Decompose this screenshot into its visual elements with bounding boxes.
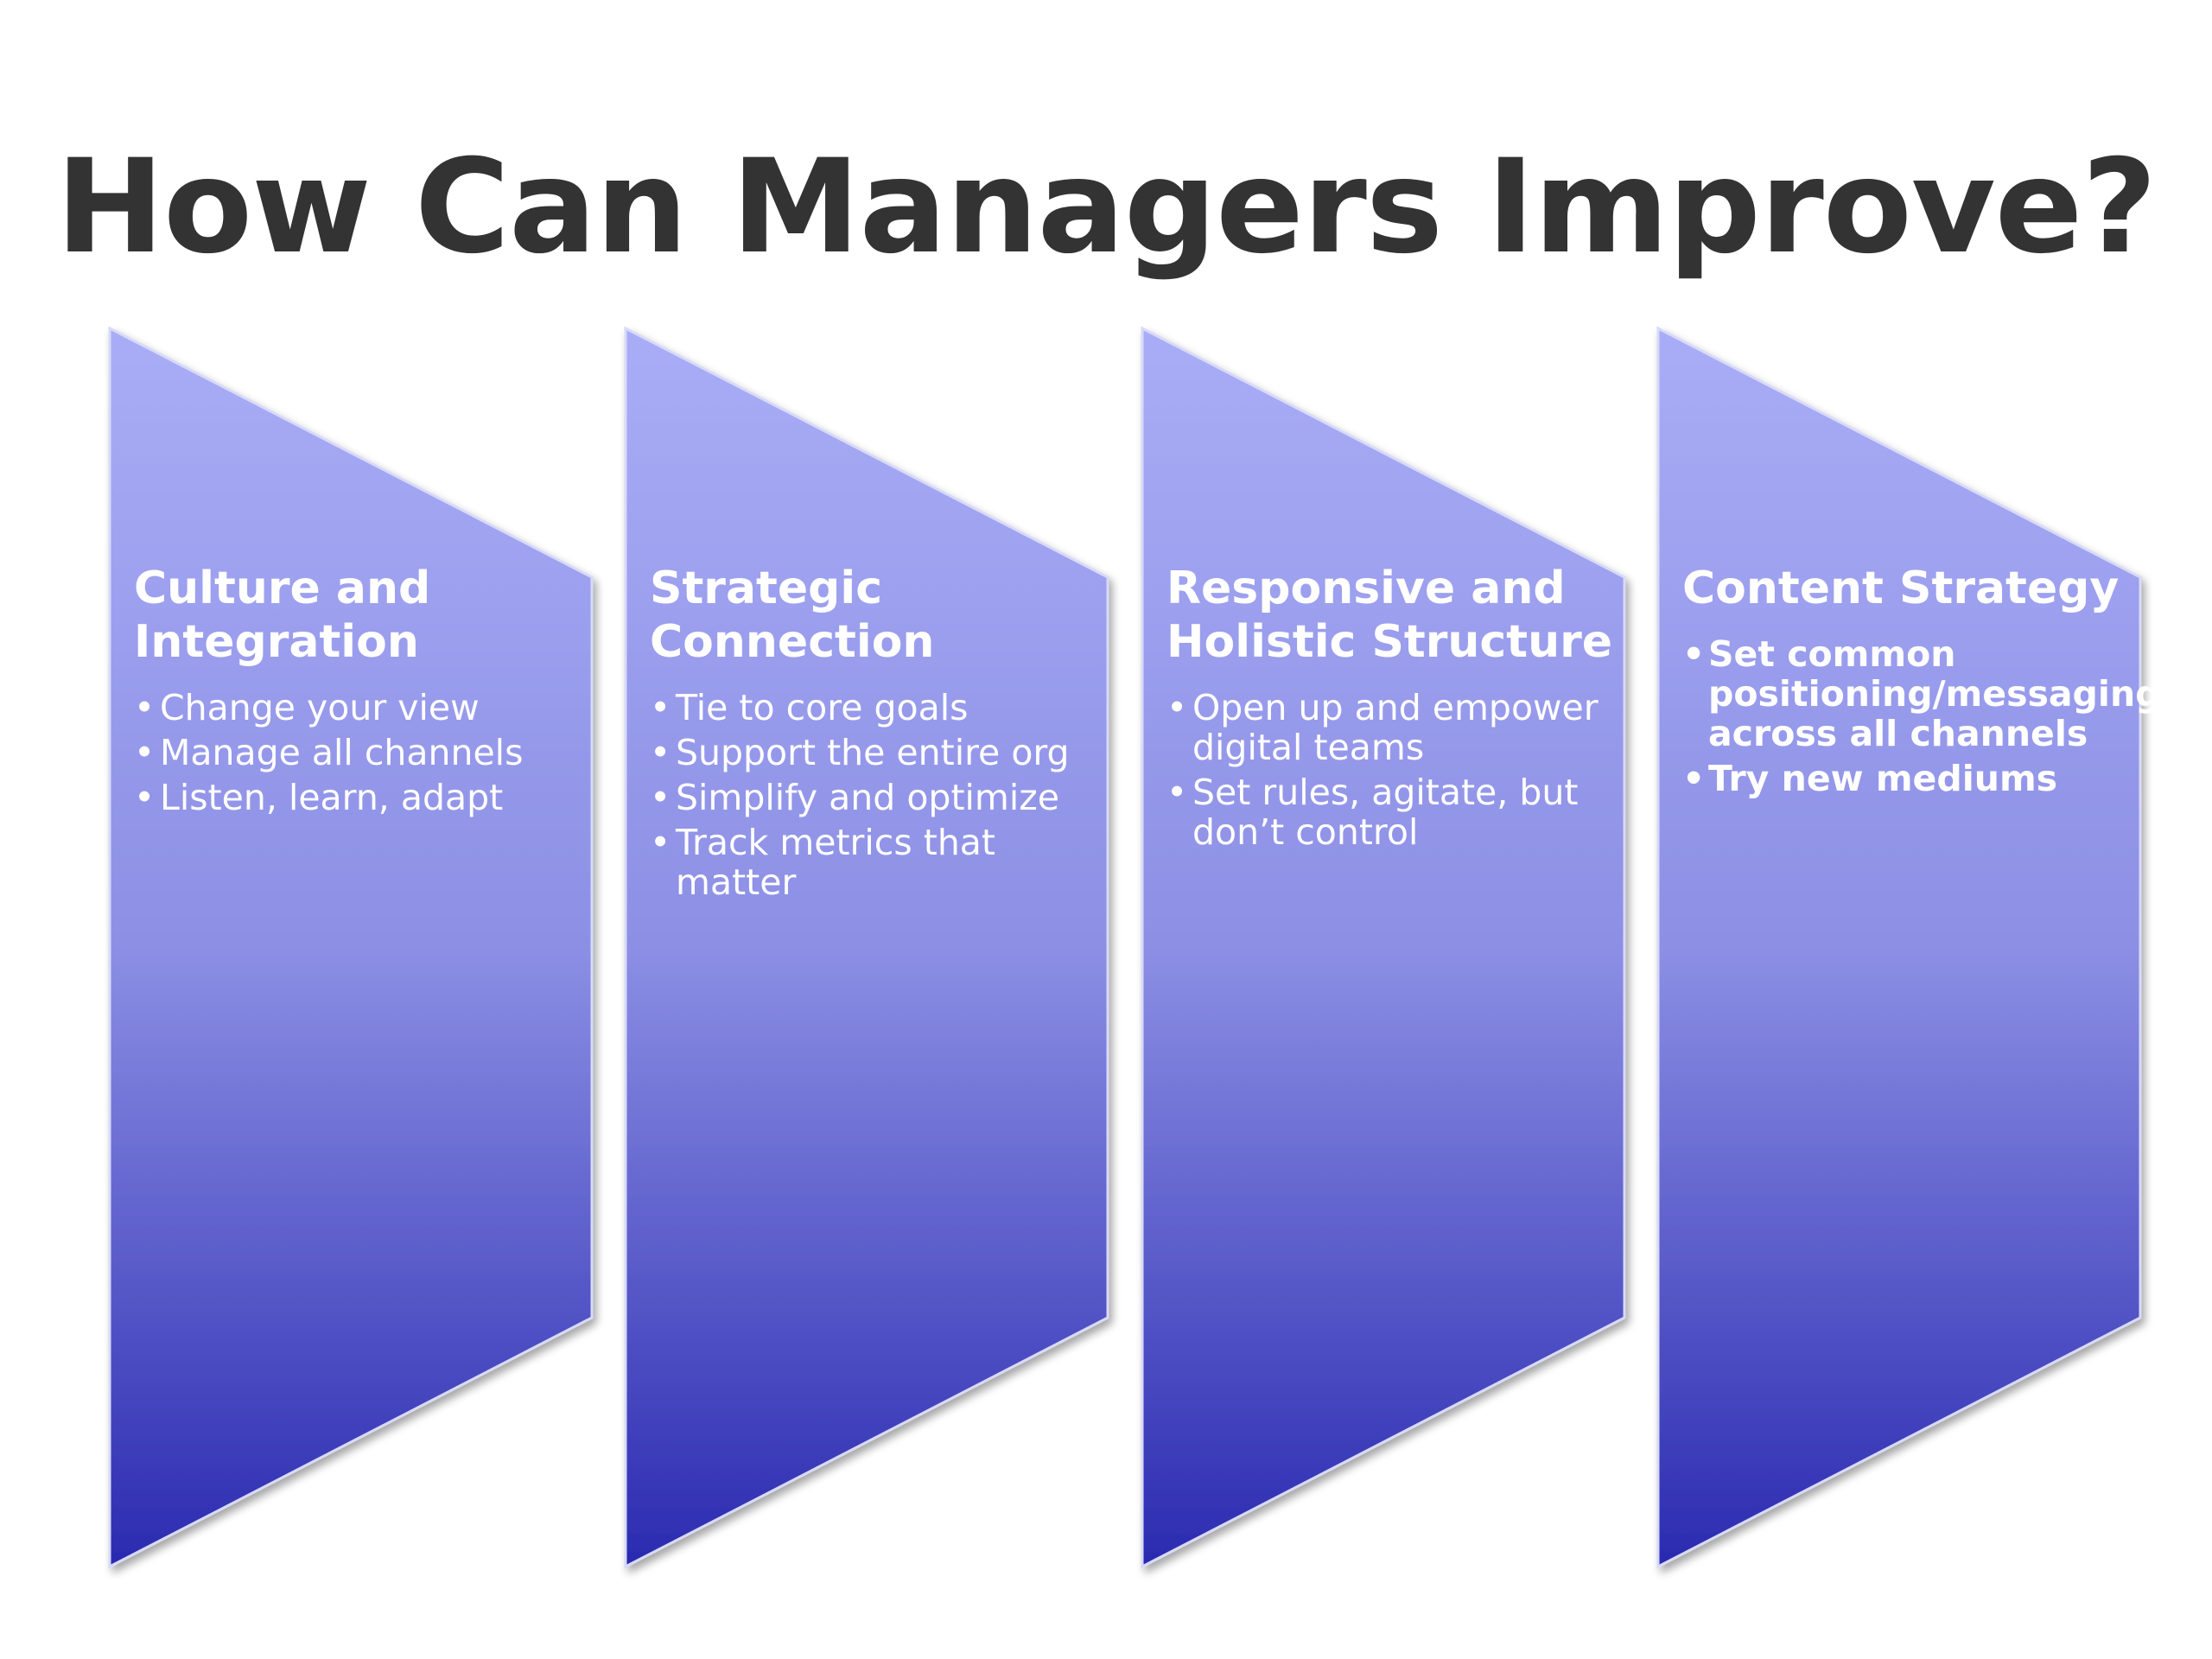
bullet-item: •Set rules, agitate, but don’t control — [1166, 772, 1616, 852]
bullet-list: •Set common positioning/messaging across… — [1682, 633, 2161, 798]
bullet-item: •Manage all channels — [134, 733, 583, 772]
panel-heading: Culture and Integration — [134, 563, 431, 668]
bullet-text: Track metrics that matter — [676, 822, 996, 903]
bullet-text: Listen, learn, adapt — [160, 777, 504, 818]
bullet-dot-icon: • — [650, 732, 671, 773]
panel-heading: Responsive and Holistic Structure — [1166, 563, 1613, 668]
bullet-text: Simplify and optimize — [676, 777, 1059, 818]
bullet-text: Support the entire org — [676, 732, 1070, 773]
bullet-text: Try new mediums — [1708, 758, 2058, 799]
bullet-text: Set common positioning/messaging across … — [1708, 633, 2161, 754]
bullet-dot-icon: • — [650, 777, 671, 818]
bullet-list: •Change your view •Manage all channels •… — [134, 688, 583, 817]
panel-heading: Content Strategy — [1682, 563, 2120, 614]
bullet-item: •Open up and empower digital teams — [1166, 688, 1616, 767]
panel-heading: Strategic Connection — [650, 563, 935, 668]
bullet-item: •Tie to core goals — [650, 688, 1099, 728]
panel-shape-1 — [108, 326, 594, 1569]
bullet-item: •Change your view — [134, 688, 583, 728]
bullet-item: •Support the entire org — [650, 733, 1099, 772]
bullet-dot-icon: • — [1166, 772, 1188, 813]
bullet-dot-icon: • — [134, 687, 156, 728]
bullet-dot-icon: • — [650, 822, 671, 863]
bullet-dot-icon: • — [134, 732, 156, 773]
panel-responsive-structure: Responsive and Holistic Structure •Open … — [1166, 562, 1616, 857]
bullet-text: Set rules, agitate, but don’t control — [1192, 772, 1579, 853]
bullet-dot-icon: • — [134, 777, 156, 818]
bullet-item: •Set common positioning/messaging across… — [1682, 633, 2161, 753]
panel-shape-4 — [1656, 326, 2142, 1569]
panel-shape-2 — [624, 326, 1109, 1569]
bullet-list: •Open up and empower digital teams •Set … — [1166, 688, 1616, 852]
bullet-item: •Try new mediums — [1682, 759, 2132, 798]
bullet-dot-icon: • — [1166, 687, 1188, 728]
bullet-text: Manage all channels — [160, 732, 524, 773]
bullet-item: •Simplify and optimize — [650, 778, 1099, 817]
bullet-dot-icon: • — [650, 687, 671, 728]
bullet-text: Tie to core goals — [676, 687, 969, 728]
panel-shape-3 — [1141, 326, 1626, 1569]
bullet-text: Change your view — [160, 687, 480, 728]
bullet-item: •Listen, learn, adapt — [134, 778, 583, 817]
panel-strategic-connection: Strategic Connection •Tie to core goals … — [650, 562, 1099, 907]
panel-culture-integration: Culture and Integration •Change your vie… — [134, 562, 583, 823]
bullet-item: •Track metrics that matter — [650, 823, 1099, 902]
bullet-dot-icon: • — [1682, 633, 1706, 675]
bullet-text: Open up and empower digital teams — [1192, 687, 1599, 768]
bullet-list: •Tie to core goals •Support the entire o… — [650, 688, 1099, 902]
panel-content-strategy: Content Strategy •Set common positioning… — [1682, 562, 2161, 804]
bullet-dot-icon: • — [1682, 758, 1706, 799]
slide-title: How Can Managers Improve? — [55, 132, 2158, 283]
